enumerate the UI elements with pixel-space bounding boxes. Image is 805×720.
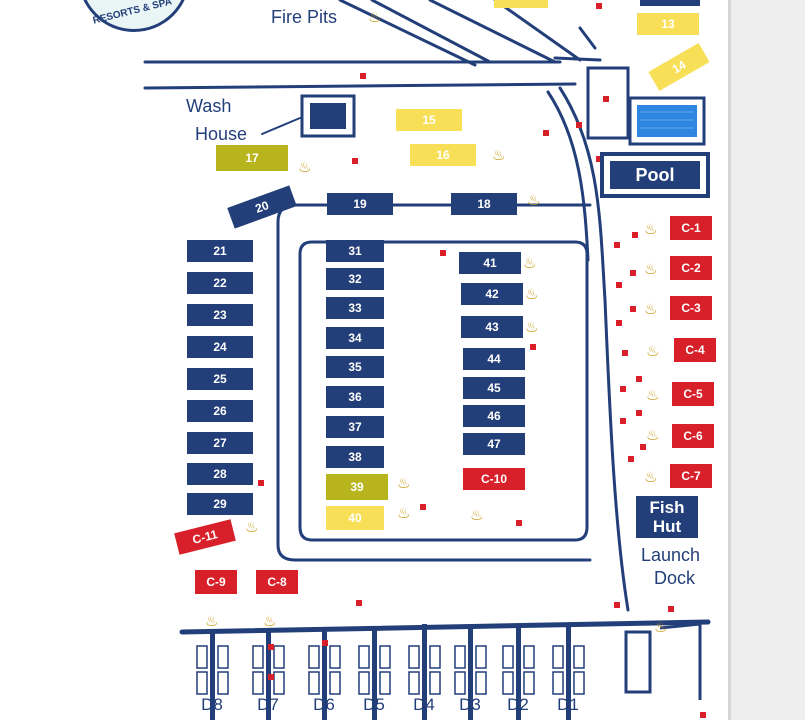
launch-rail bbox=[659, 622, 702, 700]
fire-pit-icon: ♨ bbox=[245, 519, 259, 536]
cabin-c2[interactable]: C-2 bbox=[670, 256, 712, 280]
cabin-c3[interactable]: C-3 bbox=[670, 296, 712, 320]
red-square-markers bbox=[258, 3, 706, 718]
edge-shadow bbox=[728, 0, 805, 720]
site-18[interactable]: 18 bbox=[451, 193, 517, 215]
dock-label-d1: D1 bbox=[557, 695, 579, 714]
fire-pit-icon: ♨ bbox=[646, 387, 660, 404]
site-44[interactable]: 44 bbox=[463, 348, 525, 370]
site-19[interactable]: 19 bbox=[327, 193, 393, 215]
dock-label-d5: D5 bbox=[363, 695, 385, 714]
fire-pit-icon: ♨ bbox=[527, 192, 541, 209]
site-15[interactable]: 15 bbox=[396, 109, 462, 131]
fish-hut[interactable]: Fish Hut bbox=[636, 496, 698, 538]
cabin-c8[interactable]: C-8 bbox=[256, 570, 298, 594]
pool-sign[interactable]: Pool bbox=[600, 152, 710, 198]
cabin-c1[interactable]: C-1 bbox=[670, 216, 712, 240]
site-38[interactable]: 38 bbox=[326, 446, 384, 468]
wash-house-label-line2: House bbox=[195, 124, 248, 144]
site-32[interactable]: 32 bbox=[326, 268, 384, 290]
fire-pit-icon: ♨ bbox=[263, 613, 277, 630]
site-46[interactable]: 46 bbox=[463, 405, 525, 427]
pool-label: Pool bbox=[610, 161, 700, 189]
cabin-c10[interactable]: C-10 bbox=[463, 468, 525, 490]
fire-pit-icon: ♨ bbox=[644, 221, 658, 238]
fire-pit-icon: ♨ bbox=[368, 9, 382, 26]
fire-pit-icon: ♨ bbox=[298, 159, 312, 176]
dock-label-d6: D6 bbox=[313, 695, 335, 714]
fire-pit-icon: ♨ bbox=[525, 286, 539, 303]
pool-water-lines bbox=[640, 111, 694, 129]
cabin-c6[interactable]: C-6 bbox=[672, 424, 714, 448]
site-36[interactable]: 36 bbox=[326, 386, 384, 408]
dock-slips bbox=[196, 624, 585, 720]
fire-pit-icon: ♨ bbox=[654, 619, 668, 636]
fish-hut-label-line1: Fish bbox=[649, 498, 685, 517]
site-42[interactable]: 42 bbox=[461, 283, 523, 305]
site-24[interactable]: 24 bbox=[187, 336, 253, 358]
fire-pit-icon: ♨ bbox=[644, 261, 658, 278]
site-16[interactable]: 16 bbox=[410, 144, 476, 166]
fish-hut-label-line2: Hut bbox=[652, 517, 682, 536]
top-building bbox=[640, 0, 700, 6]
dock-label-d2: D2 bbox=[507, 695, 529, 714]
fire-pit-icon: ♨ bbox=[523, 255, 537, 272]
launch-label: Launch bbox=[641, 545, 701, 565]
dock-label-d8: D8 bbox=[201, 695, 223, 714]
site-29[interactable]: 29 bbox=[187, 493, 253, 515]
fire-pits-label: Fire Pits bbox=[271, 7, 338, 27]
site-28[interactable]: 28 bbox=[187, 463, 253, 485]
dock-label-d4: D4 bbox=[413, 695, 435, 714]
cabin-c7[interactable]: C-7 bbox=[670, 464, 712, 488]
dock-label-d7: D7 bbox=[257, 695, 279, 714]
site-25[interactable]: 25 bbox=[187, 368, 253, 390]
site-top-partial[interactable] bbox=[494, 0, 548, 8]
site-39[interactable]: 39 bbox=[326, 474, 388, 500]
dock-label: Dock bbox=[654, 568, 696, 588]
pool-water bbox=[637, 105, 697, 137]
pool-house bbox=[586, 66, 630, 140]
site-41[interactable]: 41 bbox=[459, 252, 521, 274]
dock-label-d3: D3 bbox=[459, 695, 481, 714]
site-22[interactable]: 22 bbox=[187, 272, 253, 294]
fire-pit-icon: ♨ bbox=[205, 613, 219, 630]
site-17[interactable]: 17 bbox=[216, 145, 288, 171]
site-45[interactable]: 45 bbox=[463, 377, 525, 399]
site-43[interactable]: 43 bbox=[461, 316, 523, 338]
fire-pit-icon: ♨ bbox=[492, 147, 506, 164]
cabin-c4[interactable]: C-4 bbox=[674, 338, 716, 362]
site-27[interactable]: 27 bbox=[187, 432, 253, 454]
site-34[interactable]: 34 bbox=[326, 327, 384, 349]
fire-pit-icon: ♨ bbox=[646, 427, 660, 444]
fire-pit-icon: ♨ bbox=[397, 505, 411, 522]
site-13[interactable]: 13 bbox=[637, 13, 699, 35]
site-40[interactable]: 40 bbox=[326, 506, 384, 530]
fire-pit-icon: ♨ bbox=[397, 475, 411, 492]
fire-pit-icon: ♨ bbox=[644, 469, 658, 486]
site-26[interactable]: 26 bbox=[187, 400, 253, 422]
launch-ramp bbox=[624, 630, 652, 694]
edge-line bbox=[728, 0, 731, 720]
fire-pit-icon: ♨ bbox=[644, 301, 658, 318]
cabin-c5[interactable]: C-5 bbox=[672, 382, 714, 406]
wash-house-roof bbox=[310, 103, 346, 129]
fire-pit-icon: ♨ bbox=[646, 343, 660, 360]
fire-pit-icon: ♨ bbox=[525, 319, 539, 336]
site-31[interactable]: 31 bbox=[326, 240, 384, 262]
site-37[interactable]: 37 bbox=[326, 416, 384, 438]
site-47[interactable]: 47 bbox=[463, 433, 525, 455]
cabin-c9[interactable]: C-9 bbox=[195, 570, 237, 594]
site-21[interactable]: 21 bbox=[187, 240, 253, 262]
site-35[interactable]: 35 bbox=[326, 356, 384, 378]
site-33[interactable]: 33 bbox=[326, 297, 384, 319]
fire-pit-icon: ♨ bbox=[470, 507, 484, 524]
site-23[interactable]: 23 bbox=[187, 304, 253, 326]
wash-house-label-line1: Wash bbox=[186, 96, 232, 116]
